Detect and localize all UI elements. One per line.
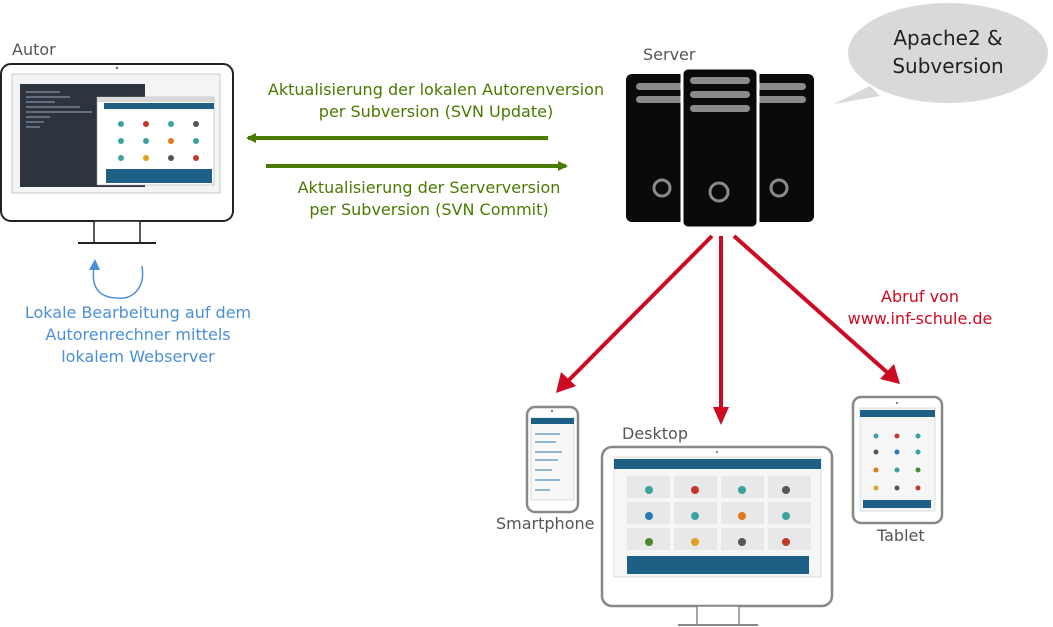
local-edit-line-1: Lokale Bearbeitung auf dem: [24, 303, 252, 322]
local-edit-line-2: Autorenrechner mittels: [45, 325, 231, 344]
svn-update-line-2: per Subversion (SVN Update): [318, 102, 554, 121]
svn-commit-line-2: per Subversion (SVN Commit): [309, 200, 549, 219]
speech-bubble: [834, 3, 1048, 104]
svn-commit-caption: Aktualisierung der Serverversion per Sub…: [229, 177, 629, 221]
desktop-monitor: [600, 445, 834, 626]
server-label: Server: [643, 45, 696, 64]
request-line-1: Abruf von: [881, 287, 959, 306]
request-line-2: www.inf-schule.de: [847, 309, 993, 328]
local-edit-line-3: lokalem Webserver: [61, 347, 215, 366]
server-icon: [626, 66, 814, 230]
tablet-label: Tablet: [877, 526, 925, 545]
request-caption: Abruf von www.inf-schule.de: [830, 286, 1010, 330]
author-monitor: [0, 63, 234, 244]
desktop-label: Desktop: [622, 424, 688, 443]
svn-update-caption: Aktualisierung der lokalen Autorenversio…: [236, 79, 636, 123]
local-edit-caption: Lokale Bearbeitung auf dem Autorenrechne…: [0, 302, 276, 368]
speech-bubble-line-1: Apache2 &: [893, 26, 1003, 50]
local-edit-arrow: [89, 259, 144, 300]
author-label: Autor: [12, 40, 56, 59]
smartphone-label: Smartphone: [496, 514, 595, 533]
svn-update-line-1: Aktualisierung der lokalen Autorenversio…: [267, 80, 605, 99]
smartphone-device: [525, 405, 580, 514]
svn-commit-line-1: Aktualisierung der Serverversion: [297, 178, 561, 197]
speech-bubble-text: Apache2 & Subversion: [878, 24, 1018, 80]
request-arrows: [556, 234, 900, 425]
tablet-device: [851, 395, 944, 525]
speech-bubble-line-2: Subversion: [892, 54, 1004, 78]
